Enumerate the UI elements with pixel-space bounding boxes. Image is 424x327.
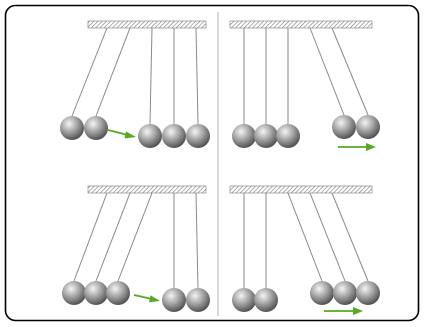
pendulum-string xyxy=(195,27,199,125)
pendulum-ball-icon xyxy=(276,124,300,148)
pendulum-ball-icon xyxy=(138,124,162,148)
arrow-right-icon xyxy=(324,307,363,315)
pendulum-string xyxy=(195,192,199,289)
pendulum-ball-icon xyxy=(106,281,130,305)
pendulum-string xyxy=(95,27,131,117)
pendulum-ball-icon xyxy=(162,288,186,312)
pendulum-ball-icon xyxy=(356,281,380,305)
pendulum-string xyxy=(331,27,369,116)
arrow-right-icon xyxy=(107,129,136,139)
panel-bottom-left xyxy=(62,185,210,312)
pendulum-string xyxy=(309,192,346,282)
pendulum-string xyxy=(73,192,108,282)
pendulum-ball-icon xyxy=(62,281,86,305)
pendulum-ball-icon xyxy=(84,116,108,140)
pendulum-ball-icon xyxy=(232,288,256,312)
pendulum-string xyxy=(149,27,153,125)
pendulum-ball-icon xyxy=(310,281,334,305)
pendulum-ball-icon xyxy=(333,281,357,305)
pendulum-string xyxy=(331,192,369,282)
pendulum-ball-icon xyxy=(186,124,210,148)
outer-frame xyxy=(4,4,420,322)
support-bar-icon xyxy=(229,20,373,29)
support-bar-icon xyxy=(87,185,207,194)
arrow-right-icon xyxy=(133,294,160,303)
pendulum-string xyxy=(71,27,108,117)
support-bar-icon xyxy=(87,20,207,29)
support-bar-icon xyxy=(229,185,373,194)
pendulum-ball-icon xyxy=(254,288,278,312)
pendulum-ball-icon xyxy=(186,288,210,312)
pendulum-ball-icon xyxy=(84,281,108,305)
pendulum-string xyxy=(117,192,153,282)
pendulum-ball-icon xyxy=(162,124,186,148)
pendulum-string xyxy=(95,192,131,282)
pendulum-ball-icon xyxy=(60,116,84,140)
panel-top-right xyxy=(229,20,380,151)
pendulum-string xyxy=(287,192,323,282)
panel-top-left xyxy=(60,20,210,148)
pendulum-ball-icon xyxy=(332,115,356,139)
arrow-right-icon xyxy=(338,143,376,151)
pendulum-ball-icon xyxy=(356,115,380,139)
panel-bottom-right xyxy=(229,185,380,315)
pendulum-string xyxy=(309,27,345,116)
pendulum-ball-icon xyxy=(232,124,256,148)
pendulum-ball-icon xyxy=(254,124,278,148)
